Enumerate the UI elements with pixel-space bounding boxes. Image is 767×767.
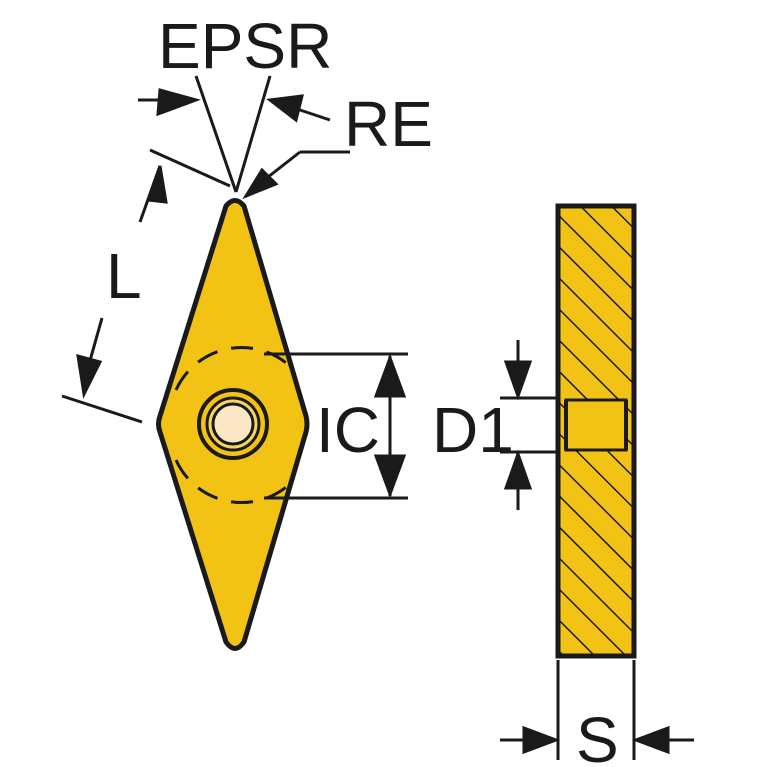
s-dimension — [500, 660, 694, 760]
d1-label: D1 — [432, 394, 514, 466]
re-leader — [242, 150, 350, 200]
insert-side-section — [555, 203, 637, 659]
inscribed-circle-dashed — [174, 345, 294, 505]
l-label: L — [106, 240, 142, 312]
ic-dimension — [264, 352, 408, 500]
section-hole — [564, 398, 628, 452]
s-label: S — [576, 704, 619, 767]
l-dimension — [61, 148, 231, 424]
epsr-dimension — [138, 75, 331, 193]
center-hole — [197, 388, 269, 460]
ic-label: IC — [316, 394, 380, 466]
epsr-label: EPSR — [158, 10, 332, 82]
d1-dimension — [500, 340, 556, 510]
insert-front-view — [156, 198, 310, 651]
re-label: RE — [344, 88, 433, 160]
